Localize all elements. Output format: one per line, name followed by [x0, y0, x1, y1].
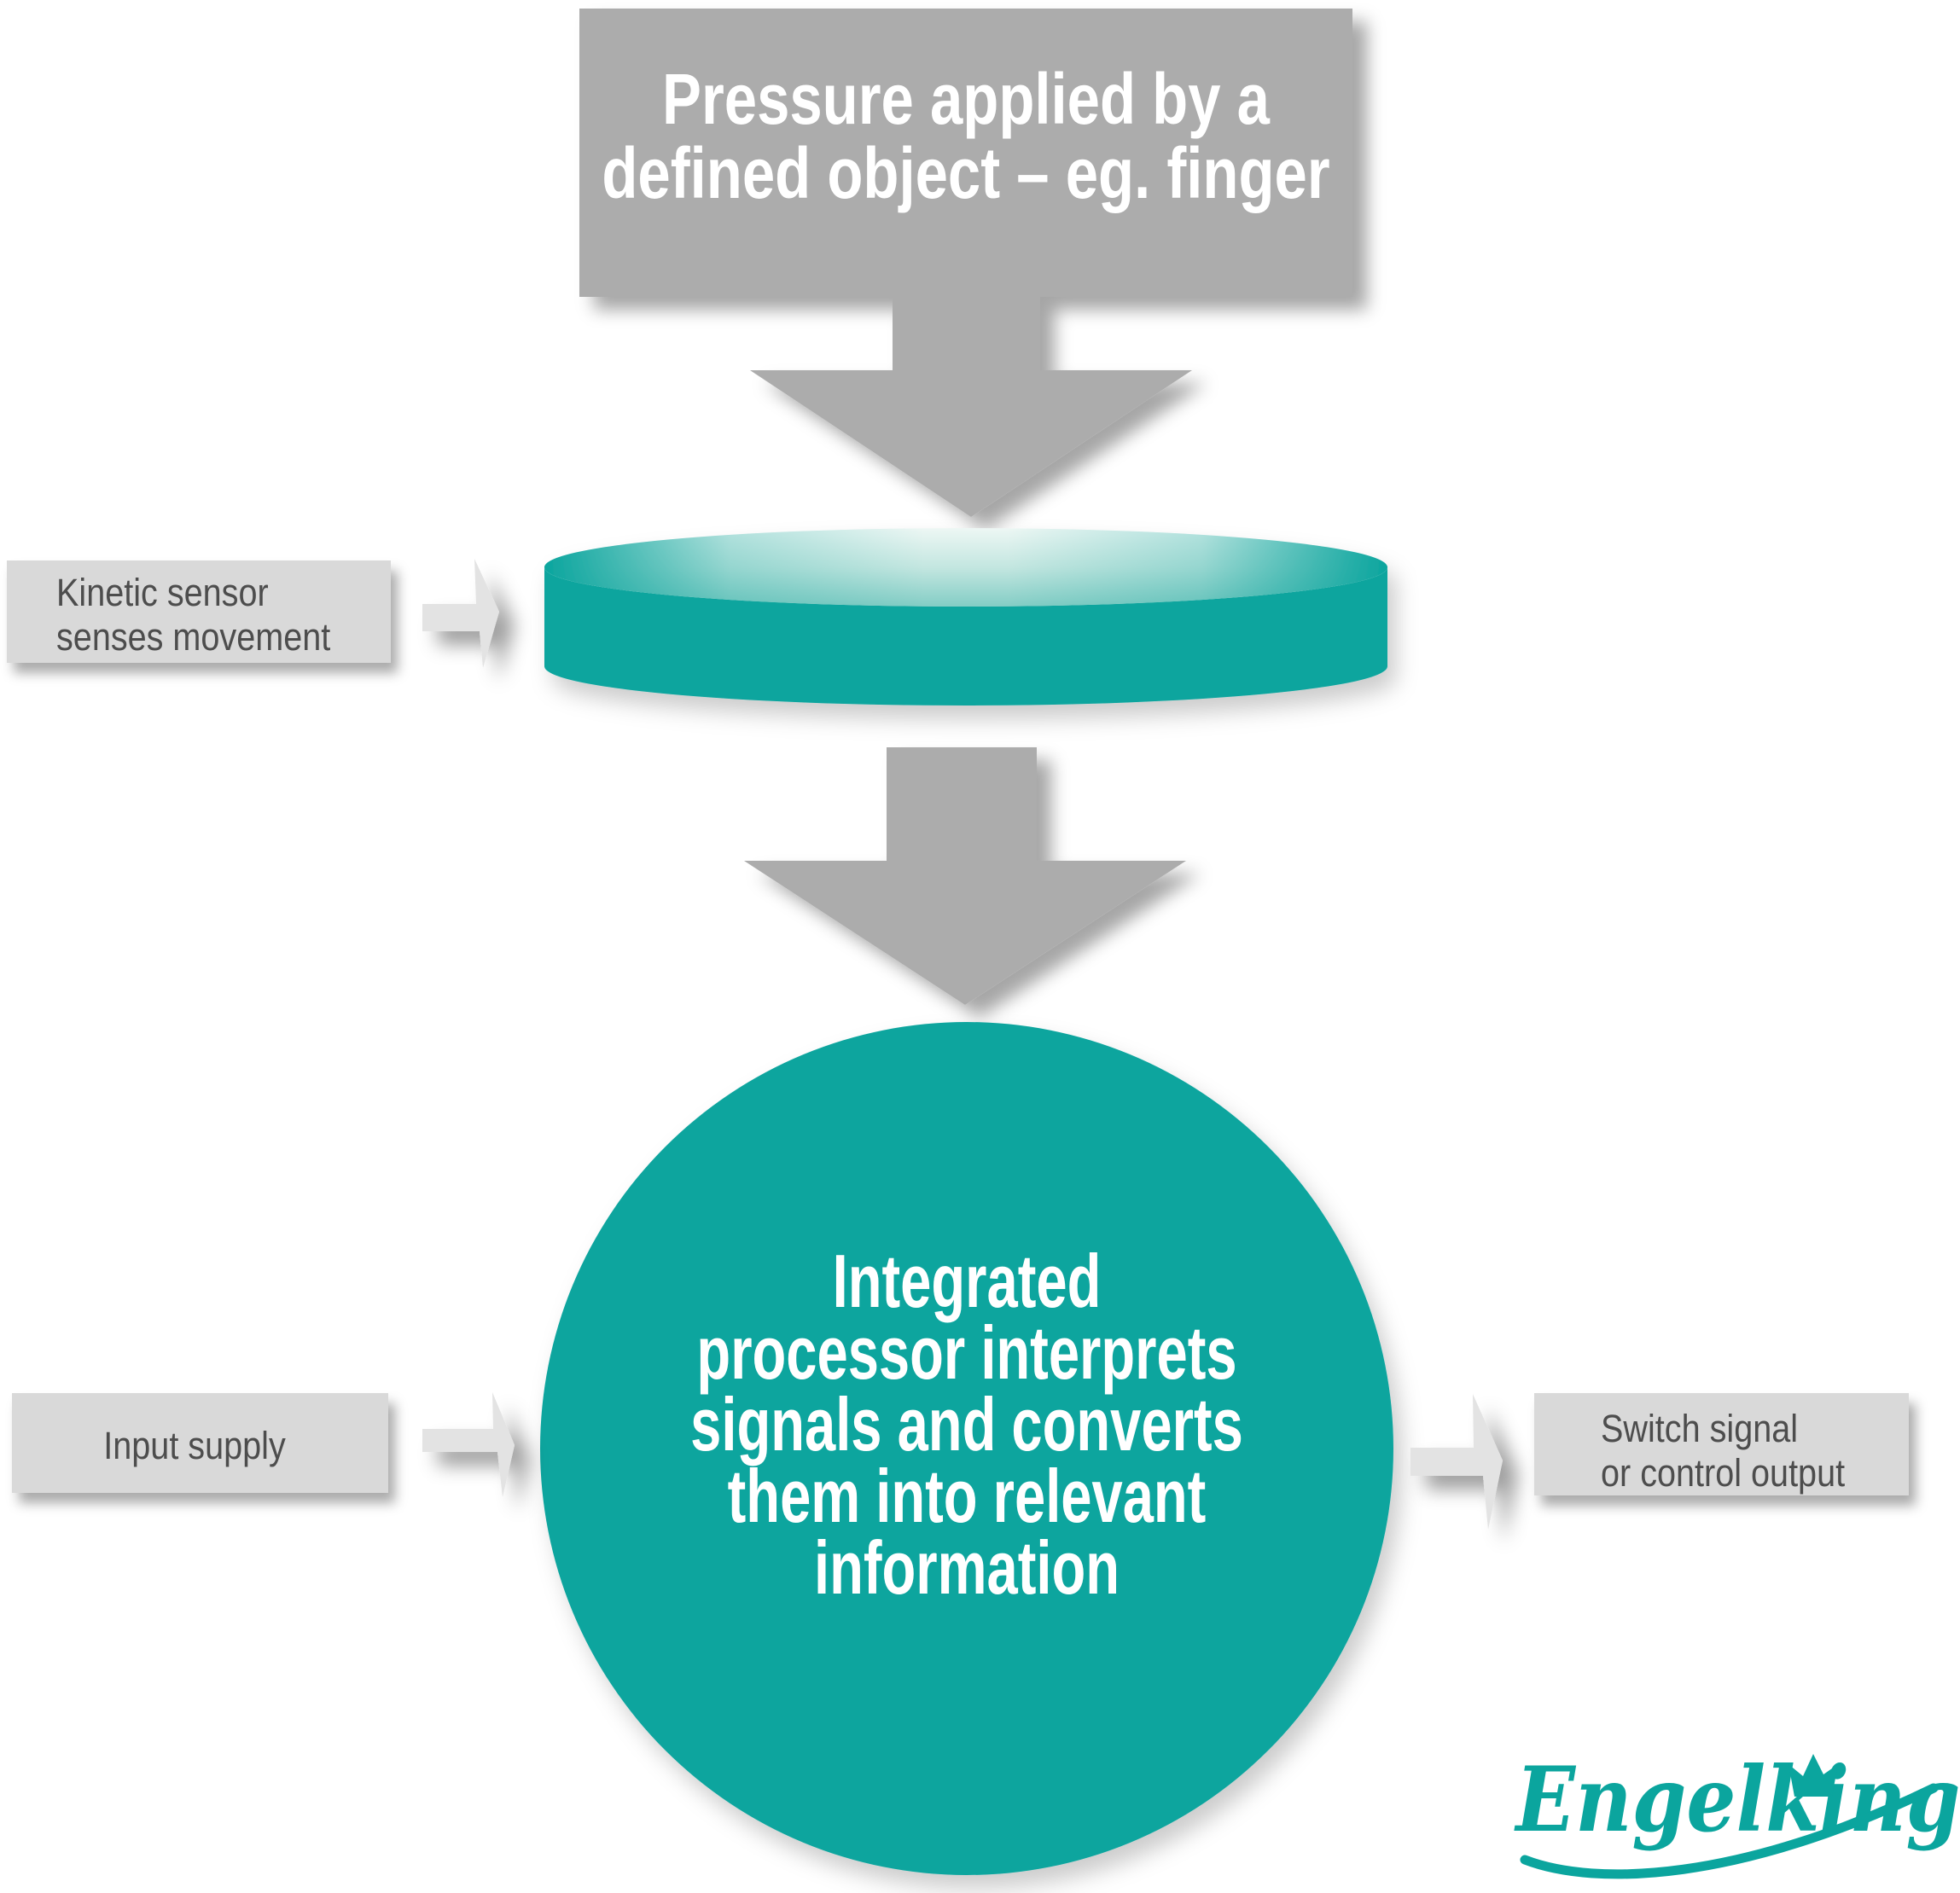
circle-line-1: Integrated	[833, 1240, 1102, 1324]
input-label-box	[12, 1393, 388, 1493]
kinetic-line-2: senses movement	[56, 616, 330, 659]
pressure-box-arrow	[579, 9, 1352, 517]
processor-circle	[540, 1022, 1393, 1875]
logo-crown-icon	[1788, 1754, 1838, 1797]
processor-circle-text: Integrated processor interprets signals …	[690, 1240, 1243, 1611]
circle-line-3: signals and converts	[690, 1384, 1243, 1467]
sensor-disk-top-edge	[544, 528, 1387, 607]
pressure-line-2: defined object – eg. finger	[602, 134, 1329, 214]
output-label-box	[1534, 1393, 1909, 1495]
pressure-line-1: Pressure applied by a	[662, 60, 1271, 140]
sensor-disk-body	[544, 567, 1387, 706]
logo-swoosh	[1520, 1783, 1939, 1879]
pressure-box-text: Pressure applied by a defined object – e…	[602, 60, 1329, 214]
input-label-text: Input supply	[103, 1425, 286, 1467]
logo-text: Engelking	[1514, 1748, 1960, 1853]
engelking-logo: Engelking	[1514, 1748, 1960, 1879]
output-line-2: or control output	[1601, 1452, 1845, 1495]
down-arrow-2	[744, 747, 1186, 1005]
circle-line-2: processor interprets	[696, 1312, 1236, 1396]
circle-line-5: information	[814, 1527, 1120, 1611]
input-arrow	[422, 1392, 515, 1497]
output-line-1: Switch signal	[1601, 1408, 1798, 1450]
kinetic-label-box	[7, 560, 391, 663]
circle-line-4: them into relevant	[728, 1455, 1207, 1539]
output-arrow	[1410, 1394, 1503, 1530]
kinetic-arrow	[422, 559, 499, 668]
kinetic-line-1: Kinetic sensor	[56, 572, 269, 614]
sensor-disk	[544, 528, 1387, 706]
